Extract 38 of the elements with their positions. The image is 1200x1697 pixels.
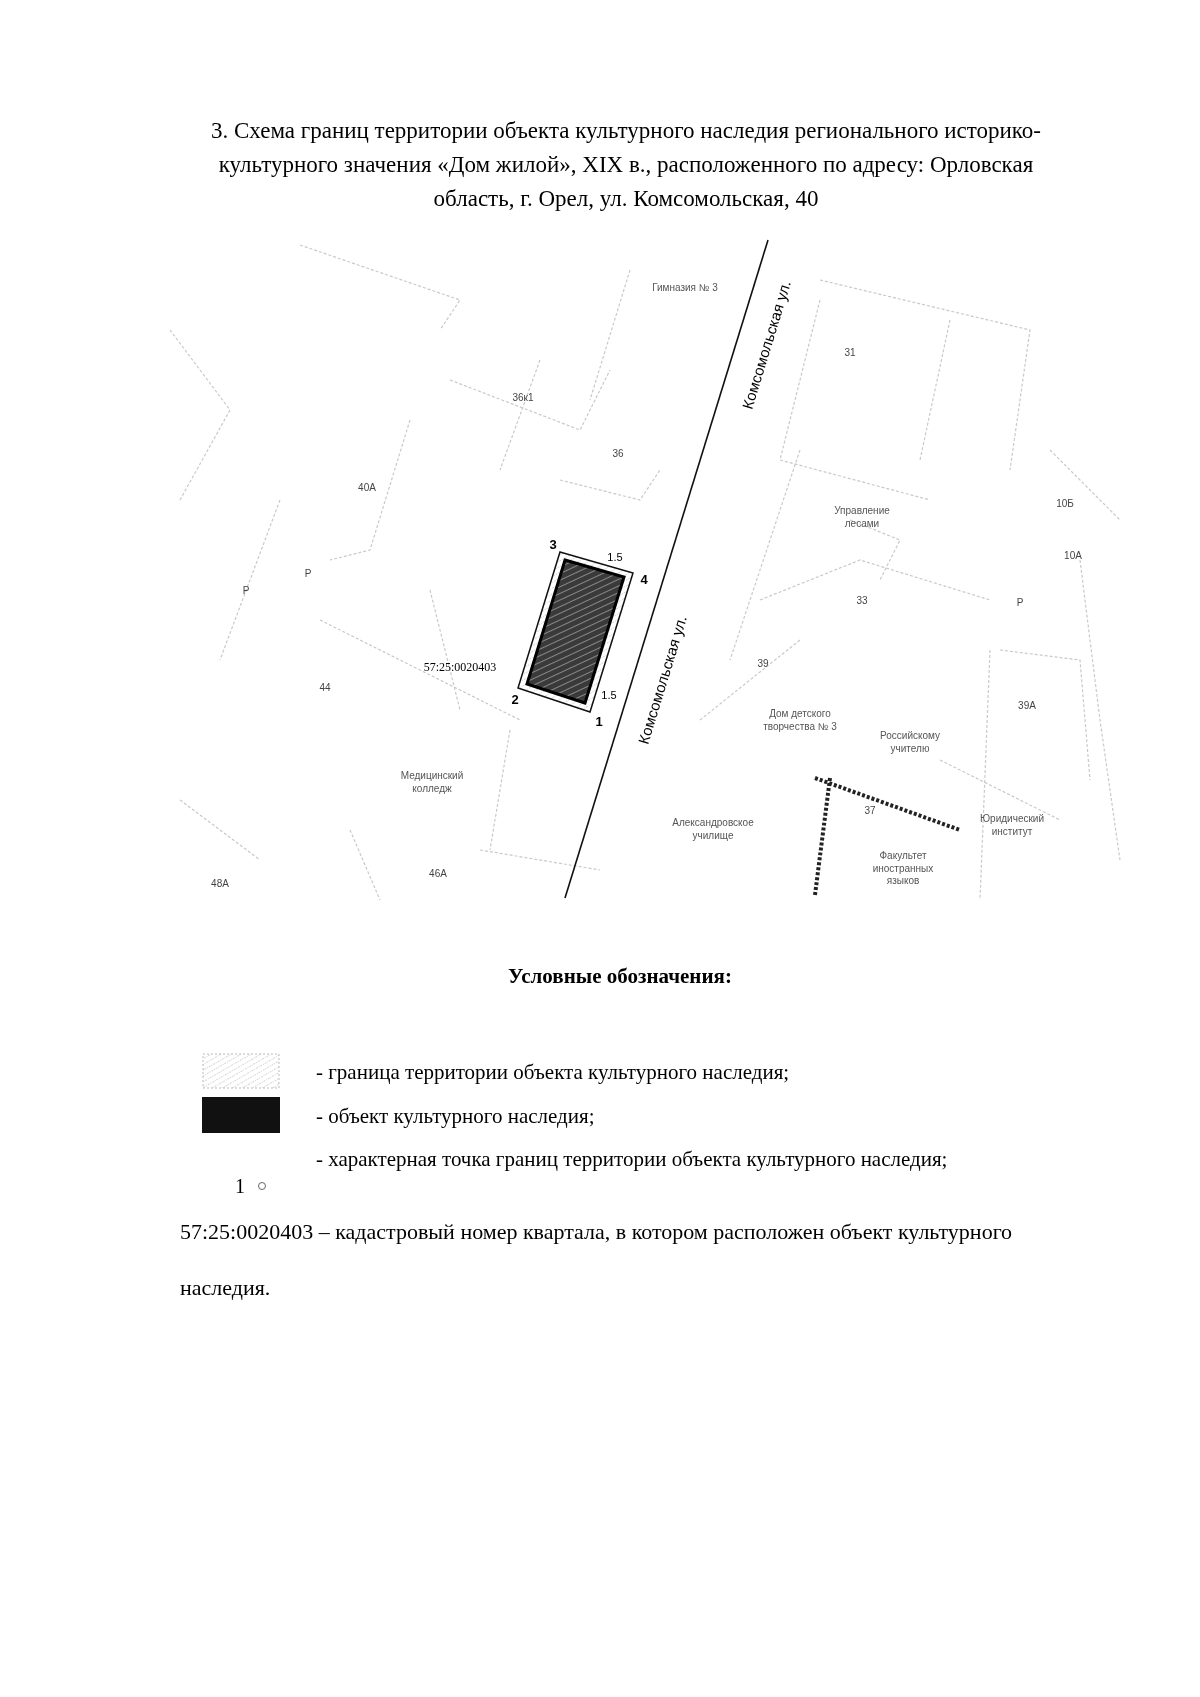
house-number: 37 bbox=[864, 803, 876, 818]
point-number: 2 bbox=[511, 691, 519, 710]
point-number: 3 bbox=[549, 536, 557, 555]
house-number: 44 bbox=[319, 680, 331, 695]
map-label: Александровское училище bbox=[671, 816, 755, 842]
note-paragraph: 57:25:0020403 – кадастровый номер квартала, в котором расположен объект культурного наследия. bbox=[180, 1218, 1014, 1302]
house-number: 39 bbox=[757, 656, 769, 671]
distance-label: 1.5 bbox=[607, 549, 623, 565]
point-number: 1 bbox=[595, 713, 603, 732]
point-number: 4 bbox=[640, 571, 648, 590]
parking-label: Р bbox=[304, 566, 312, 581]
house-number: 46А bbox=[429, 866, 447, 881]
map-label: Факультет иностранных языков bbox=[871, 850, 935, 888]
map-label: Гимназия № 3 bbox=[652, 281, 718, 295]
parking-label: Р bbox=[1016, 595, 1024, 610]
map-label: Управление лесами bbox=[833, 504, 891, 530]
cadastral-number: 57:25:0020403 bbox=[423, 659, 497, 676]
map-label: Российскому учителю bbox=[879, 729, 941, 755]
house-number: 48А bbox=[211, 876, 229, 891]
legend-text: - объект культурного наследия; bbox=[316, 1103, 595, 1130]
house-number: 31 bbox=[844, 345, 856, 360]
house-number: 40А bbox=[358, 480, 376, 495]
legend-heading: Условные обозначения: bbox=[508, 963, 732, 991]
house-number: 10А bbox=[1064, 548, 1082, 563]
map-label: Медицинский колледж bbox=[399, 769, 465, 795]
legend-text: - характерная точка границ территории объекта культурного наследия; bbox=[316, 1146, 948, 1173]
distance-label: 1.5 bbox=[601, 687, 617, 703]
house-number: 36 bbox=[612, 446, 624, 461]
house-number: 10Б bbox=[1056, 496, 1074, 511]
house-number: 39А bbox=[1018, 698, 1036, 713]
legend-text: - граница территории объекта культурного наследия; bbox=[316, 1059, 790, 1086]
diagram-title: 3. Схема границ территории объекта культурного наследия регионального историко-культурного значения «Дом жилой», XIX в., расположенного по адресу: Орловская область, г. Орел, ул. Комсомольская, 40 bbox=[209, 117, 1043, 213]
house-number: 36к1 bbox=[512, 390, 534, 405]
map-label: Дом детского творчества № 3 bbox=[762, 707, 838, 733]
parking-label: Р bbox=[242, 583, 250, 598]
house-number: 33 bbox=[856, 593, 868, 608]
point-number: 1 bbox=[235, 1174, 245, 1199]
map-label: Юридический институт bbox=[979, 812, 1045, 838]
